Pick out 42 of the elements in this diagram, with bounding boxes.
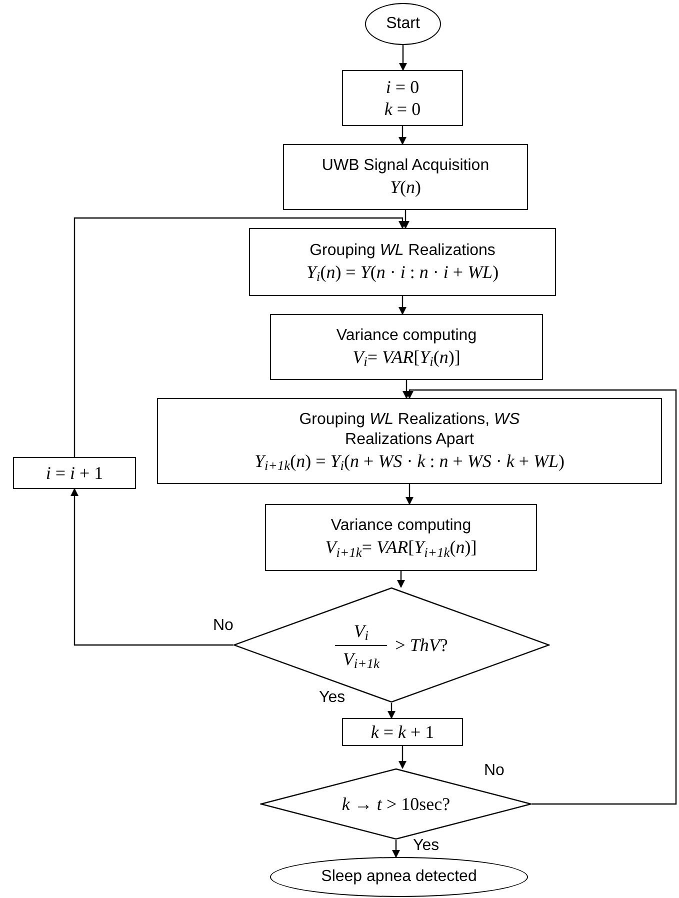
formula: k = k + 1 (370, 720, 434, 744)
formula: V$_{i+1k}$ (342, 648, 380, 670)
arrow (406, 484, 414, 505)
arrow (398, 746, 406, 769)
formula: i = 0 (386, 76, 420, 98)
arrow (398, 296, 406, 315)
formula: i = i + 1 (46, 462, 104, 484)
process-box (270, 314, 543, 380)
process-box (13, 457, 136, 489)
process-box (342, 718, 463, 746)
node-text: Sleep apnea detected (321, 867, 477, 887)
node-text: Variance computing (330, 516, 472, 536)
process-box (157, 398, 662, 484)
formula: V$_{i}$ (354, 620, 369, 642)
arrow (402, 380, 410, 399)
process-box (283, 144, 528, 210)
arrow (70, 488, 233, 646)
formula: Y(n) (390, 176, 421, 198)
process-box (265, 504, 537, 571)
node-text: UWB Signal Acquisition (322, 156, 490, 176)
arrow (74, 217, 406, 457)
formula: V$_{i+1k}$= VAR[Y$_{i+1k}$(n)] (325, 536, 477, 559)
arrow (397, 571, 405, 588)
node-text: Variance computing (336, 326, 477, 346)
process-box (249, 228, 556, 296)
formula: > ThV? (395, 634, 448, 656)
node-text: Grouping WL Realizations (310, 240, 496, 261)
formula: Y$_{i+1k}$(n) = Y$_{i}$(n + WS · k : n + WS · k + WL) (254, 450, 565, 472)
node-text: Grouping WL Realizations, WS Realizations Apart (298, 410, 521, 450)
formula: k → t > 10sec? (342, 792, 450, 816)
arrow (406, 389, 677, 805)
arrow (399, 45, 407, 71)
node-text: Start (386, 14, 420, 34)
formula: k = 0 (384, 98, 421, 120)
arrow (388, 703, 396, 719)
arrow (398, 126, 406, 145)
decision-diamond (233, 587, 550, 703)
formula: V$_{i}$= VAR[Y$_{i}$(n)] (352, 346, 460, 368)
arrow (392, 840, 400, 858)
formula: Y$_{i}$(n) = Y(n · i : n · i + WL) (306, 260, 499, 284)
arrow (402, 210, 410, 229)
process-box (342, 70, 463, 126)
